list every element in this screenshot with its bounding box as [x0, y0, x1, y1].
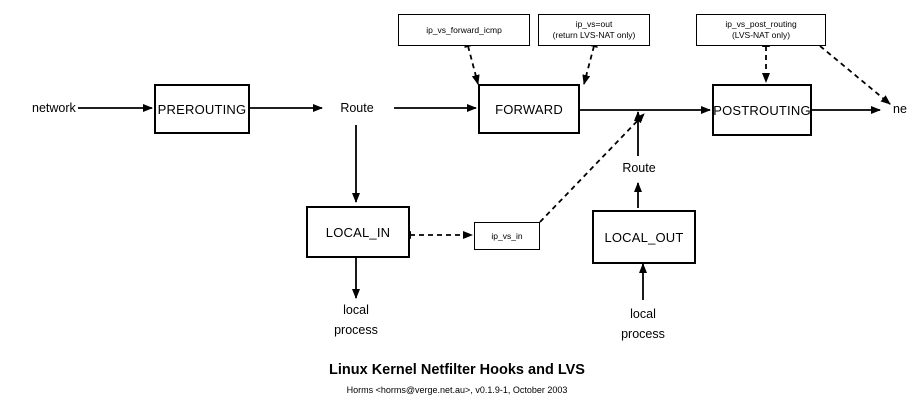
ip-vs-in-box: ip_vs_in	[474, 222, 540, 250]
local-out-box: LOCAL_OUT	[592, 210, 696, 264]
local-process-out-label-1: local	[630, 307, 656, 321]
local-in-box: LOCAL_IN	[306, 206, 410, 258]
local-process-in-label-2: process	[334, 323, 378, 337]
route-local-out-label: Route	[622, 161, 656, 175]
edge-ipvspost-network	[819, 45, 891, 105]
route-main-label: Route	[340, 101, 374, 115]
postrouting-label: POSTROUTING	[713, 102, 811, 118]
diagram-subtitle: Horms <horms@verge.net.au>, v0.1.9-1, Oc…	[346, 385, 568, 395]
local-out-label: LOCAL_OUT	[604, 229, 684, 245]
local-in-label: LOCAL_IN	[325, 224, 391, 240]
edge-forward-ipvsout	[582, 37, 598, 85]
ip-vs-out-label-2: (return LVS-NAT only)	[552, 30, 636, 40]
ip-vs-post-routing-box: ip_vs_post_routing (LVS-NAT only)	[696, 14, 826, 46]
local-process-in-label-1: local	[343, 303, 369, 317]
edge-ipvsin-junction	[539, 113, 645, 223]
ip-vs-out-label-1: ip_vs=out	[575, 19, 613, 29]
ip-vs-forward-icmp-label: ip_vs_forward_icmp	[426, 24, 502, 35]
ip-vs-post-routing-label-2: (LVS-NAT only)	[731, 30, 791, 40]
ip-vs-out-box: ip_vs=out (return LVS-NAT only)	[538, 14, 650, 46]
prerouting-box: PREROUTING	[154, 84, 250, 134]
network-in-label: network	[32, 101, 76, 115]
forward-box: FORWARD	[478, 84, 580, 134]
diagram-title: Linux Kernel Netfilter Hooks and LVS	[329, 362, 585, 378]
forward-label: FORWARD	[495, 101, 563, 117]
ip-vs-post-routing-label-1: ip_vs_post_routing	[725, 19, 797, 29]
ip-vs-in-label: ip_vs_in	[491, 230, 523, 241]
local-process-out-label-2: process	[621, 327, 665, 341]
network-out-label: ne	[893, 102, 907, 116]
ip-vs-forward-icmp-box: ip_vs_forward_icmp	[398, 14, 530, 46]
edge-forward-icmp	[464, 37, 480, 85]
postrouting-box: POSTROUTING	[712, 84, 812, 136]
prerouting-label: PREROUTING	[157, 101, 247, 117]
